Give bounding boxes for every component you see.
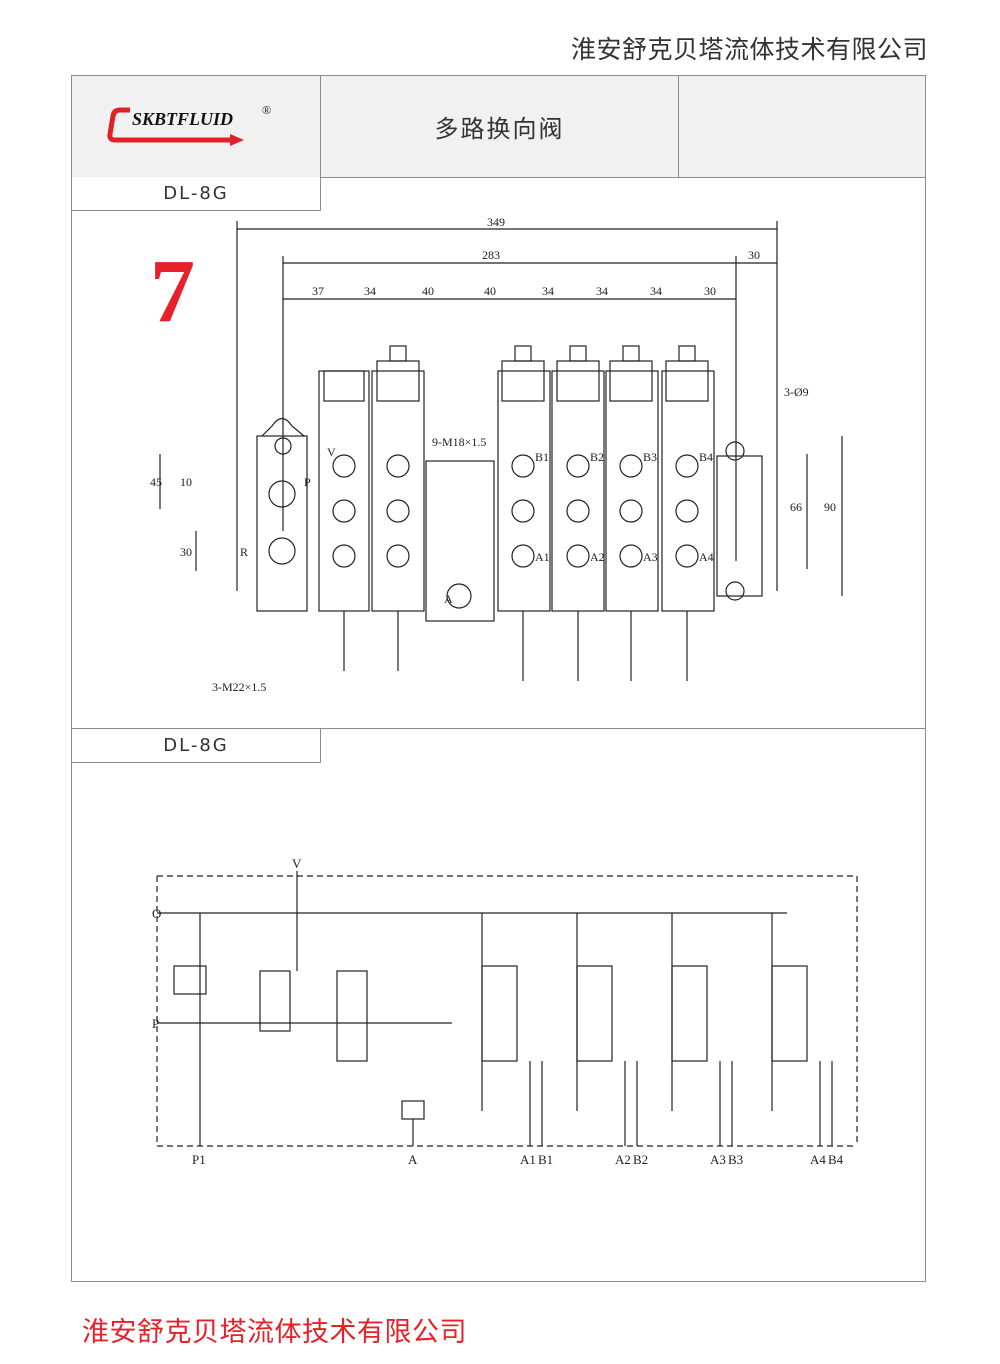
- inlet-thread-label: 3-M22×1.5: [212, 680, 266, 694]
- port-b1: B1: [535, 450, 549, 464]
- port-a1: A1: [535, 550, 550, 564]
- dim-section-5: 34: [542, 284, 554, 298]
- blank-cell: [679, 76, 925, 177]
- schematic-label-a2: A2: [615, 1152, 631, 1167]
- schematic-label-a4: A4: [810, 1152, 826, 1167]
- hydraulic-schematic: O P V P1 A A1 B1 A2 B2 A3 B3 A4 B4: [152, 856, 858, 1167]
- schematic-label-o: O: [152, 906, 161, 921]
- model-label-bottom: DL-8G: [72, 729, 321, 763]
- schematic-label-b1: B1: [538, 1152, 553, 1167]
- dim-section-2: 34: [364, 284, 376, 298]
- dim-section-3: 40: [422, 284, 434, 298]
- schematic-label-a1: A1: [520, 1152, 536, 1167]
- product-title: 多路换向阀: [321, 76, 679, 177]
- schematic-label-a3: A3: [710, 1152, 726, 1167]
- dim-section-8: 30: [704, 284, 716, 298]
- skbtfluid-logo: SKBTFLUID ®: [107, 103, 271, 146]
- port-a3: A3: [643, 550, 658, 564]
- thread-label: 9-M18×1.5: [432, 435, 486, 449]
- dim-overall: 349: [487, 215, 505, 229]
- dim-section-6: 34: [596, 284, 608, 298]
- schematic-label-b4: B4: [828, 1152, 844, 1167]
- port-v: V: [327, 445, 336, 459]
- company-name-top: 淮安舒克贝塔流体技术有限公司: [570, 35, 928, 64]
- company-name-bottom: 淮安舒克贝塔流体技术有限公司: [82, 1317, 467, 1348]
- dim-body: 283: [482, 248, 500, 262]
- port-a: A: [444, 592, 453, 606]
- header-row: SKBTFLUID ® 多路换向阀: [72, 76, 925, 178]
- port-r: R: [240, 545, 248, 559]
- dim-section-4: 40: [484, 284, 496, 298]
- section-divider: [72, 728, 925, 729]
- dim-right-2: 90: [824, 500, 836, 514]
- dim-right-1: 66: [790, 500, 802, 514]
- mount-hole-label: 3-Ø9: [784, 385, 809, 399]
- dim-left-1: 45: [150, 475, 162, 489]
- registered-mark: ®: [262, 103, 271, 117]
- dim-section-7: 34: [650, 284, 662, 298]
- dim-left-2: 10: [180, 475, 192, 489]
- figure-number: 7: [150, 242, 195, 341]
- dim-side: 30: [748, 248, 760, 262]
- port-b2: B2: [590, 450, 604, 464]
- port-b4: B4: [699, 450, 713, 464]
- schematic-label-p1: P1: [192, 1152, 206, 1167]
- spec-sheet-frame: SKBTFLUID ® 多路换向阀 DL-8G: [71, 75, 926, 1282]
- schematic-label-a: A: [408, 1152, 418, 1167]
- port-a4: A4: [699, 550, 714, 564]
- logo-text: SKBTFLUID: [132, 109, 233, 129]
- port-b3: B3: [643, 450, 657, 464]
- schematic-label-v: V: [292, 856, 302, 871]
- dim-section-1: 37: [312, 284, 324, 298]
- schematic-label-p: P: [152, 1016, 159, 1031]
- port-a2: A2: [590, 550, 605, 564]
- dim-left-3: 30: [180, 545, 192, 559]
- schematic-label-b3: B3: [728, 1152, 743, 1167]
- logo-cell: SKBTFLUID ®: [72, 76, 321, 177]
- schematic-label-b2: B2: [633, 1152, 648, 1167]
- outline-drawing: 349 283 30 37 34 40 40 34 34 34 30 45 10…: [150, 215, 843, 694]
- model-label-top: DL-8G: [72, 177, 321, 211]
- port-p: P: [304, 475, 311, 489]
